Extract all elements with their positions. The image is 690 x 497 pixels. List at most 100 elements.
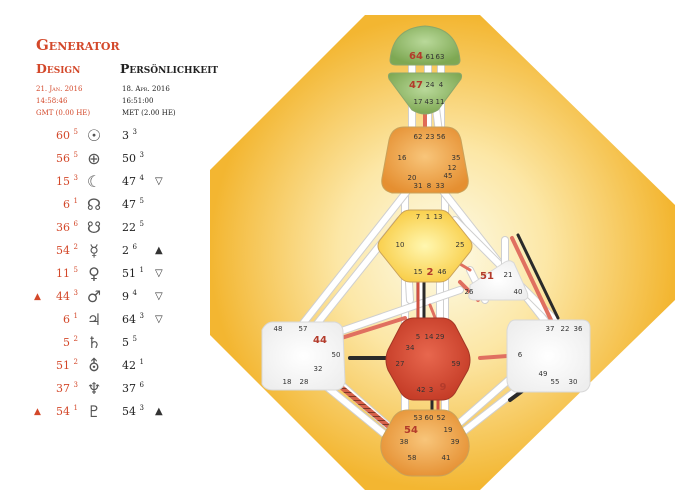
gate-label: 40 <box>514 288 523 296</box>
design-line: 3 <box>73 174 78 182</box>
personality-activation: 54 3 <box>122 404 144 418</box>
gate-label: 6 <box>518 351 523 359</box>
neptune-icon: ♆ <box>86 379 102 398</box>
planet-row: 5 2♄5 5 <box>0 333 200 352</box>
personality-marker: ▽ <box>155 176 163 187</box>
personality-activation: 51 1 <box>122 266 144 280</box>
g-center <box>377 209 473 283</box>
gate-label: 21 <box>504 271 513 279</box>
design-line: 5 <box>73 128 78 136</box>
design-time: 14:58:46 <box>36 97 68 105</box>
personality-gate: 37 <box>122 382 136 395</box>
personality-date: 18. Apr. 2016 <box>122 85 170 93</box>
solar-plexus-center <box>506 319 591 393</box>
gate-label: 51 <box>480 271 494 282</box>
design-line: 6 <box>73 220 78 228</box>
design-gate: 15 <box>56 175 71 188</box>
gate-label: 31 <box>414 182 423 190</box>
gate-label: 33 <box>436 182 445 190</box>
gate-label: 45 <box>444 172 453 180</box>
design-activation: 6 1 <box>63 197 78 211</box>
design-gate: 5 <box>63 336 71 349</box>
channel-tube-inner <box>327 287 463 338</box>
gate-label: 13 <box>434 213 443 221</box>
gate-label: 27 <box>396 360 405 368</box>
gate-label: 61 <box>426 53 435 61</box>
personality-line: 6 <box>132 243 137 251</box>
personality-datetime: 18. Apr. 2016 16:51:00 MET (2.00 HE) <box>122 83 176 119</box>
personality-timezone: MET (2.00 HE) <box>122 109 176 117</box>
centers <box>261 25 591 477</box>
design-gate: 44 <box>56 290 71 303</box>
personality-gate: 54 <box>122 405 136 418</box>
personality-activation: 3 3 <box>122 128 137 142</box>
mars-icon: ♂ <box>86 287 102 306</box>
gate-label: 3 <box>429 386 433 394</box>
gate-label: 38 <box>400 438 409 446</box>
planet-row: 37 3 ♆ 37 6 <box>0 379 200 398</box>
personality-line: 6 <box>139 381 144 389</box>
design-gate: 60 <box>56 129 71 142</box>
gate-label: 46 <box>438 268 447 276</box>
personality-activation: 5 5 <box>122 335 137 349</box>
gate-label: 9 <box>440 382 447 393</box>
personality-line: 5 <box>132 335 137 343</box>
personality-gate: 9 <box>122 290 129 303</box>
uranus-icon: ⛢ <box>88 356 100 375</box>
gate-label: 62 <box>414 133 423 141</box>
gate-label: 10 <box>396 241 405 249</box>
gate-label: 52 <box>437 414 446 422</box>
design-gate: 54 <box>56 405 71 418</box>
sacral-center <box>385 317 471 401</box>
gate-label: 59 <box>452 360 461 368</box>
gate-label: 30 <box>569 378 578 386</box>
design-date: 21. Jan. 2016 <box>36 85 83 93</box>
saturn-icon: ♄ <box>86 333 102 352</box>
defined-channel <box>333 316 407 342</box>
design-heading: Design <box>36 61 81 76</box>
gate-label: 48 <box>274 325 283 333</box>
gate-label: 36 <box>574 325 583 333</box>
personality-marker: ▽ <box>155 314 163 325</box>
gate-label: 22 <box>561 325 570 333</box>
design-gate: 56 <box>56 152 71 165</box>
design-activation: 51 2 <box>56 358 78 372</box>
planet-row: 54 2☿2 6▲ <box>0 241 200 260</box>
planet-row: ▲44 3♂9 4▽ <box>0 287 200 306</box>
planet-row: 36 6☋22 5 <box>0 218 200 237</box>
planet-row: 6 1♃64 3▽ <box>0 310 200 329</box>
design-marker: ▲ <box>34 292 41 302</box>
personality-activation: 50 3 <box>122 151 144 165</box>
personality-line: 1 <box>139 266 144 274</box>
gate-label: 57 <box>299 325 308 333</box>
gate-label: 42 <box>417 386 426 394</box>
gate-label: 41 <box>442 454 451 462</box>
gate-label: 24 <box>426 81 435 89</box>
jupiter-icon: ♃ <box>86 310 102 329</box>
gate-label: 18 <box>283 378 292 386</box>
gate-label: 5 <box>416 333 420 341</box>
personality-activation: 42 1 <box>122 358 144 372</box>
sun-icon: ☉ <box>86 126 102 145</box>
design-line: 5 <box>73 151 78 159</box>
venus-icon: ♀ <box>88 264 100 283</box>
personality-gate: 5 <box>122 336 129 349</box>
design-activation: 37 3 <box>56 381 78 395</box>
gate-label: 11 <box>436 98 445 106</box>
mercury-icon: ☿ <box>89 241 99 260</box>
planet-row: 15 3☾47 4▽ <box>0 172 200 191</box>
design-line: 1 <box>73 312 78 320</box>
gate-label: 37 <box>546 325 555 333</box>
gate-label: 35 <box>452 154 461 162</box>
gate-label: 60 <box>425 414 434 422</box>
gate-label: 29 <box>436 333 445 341</box>
personality-gate: 51 <box>122 267 136 280</box>
gate-label: 15 <box>414 268 423 276</box>
design-datetime: 21. Jan. 2016 14:58:46 GMT (0.00 HE) <box>36 83 90 119</box>
gate-label: 25 <box>456 241 465 249</box>
design-gate: 6 <box>63 313 71 326</box>
design-gate: 36 <box>56 221 71 234</box>
planet-row: 11 5♀51 1▽ <box>0 264 200 283</box>
